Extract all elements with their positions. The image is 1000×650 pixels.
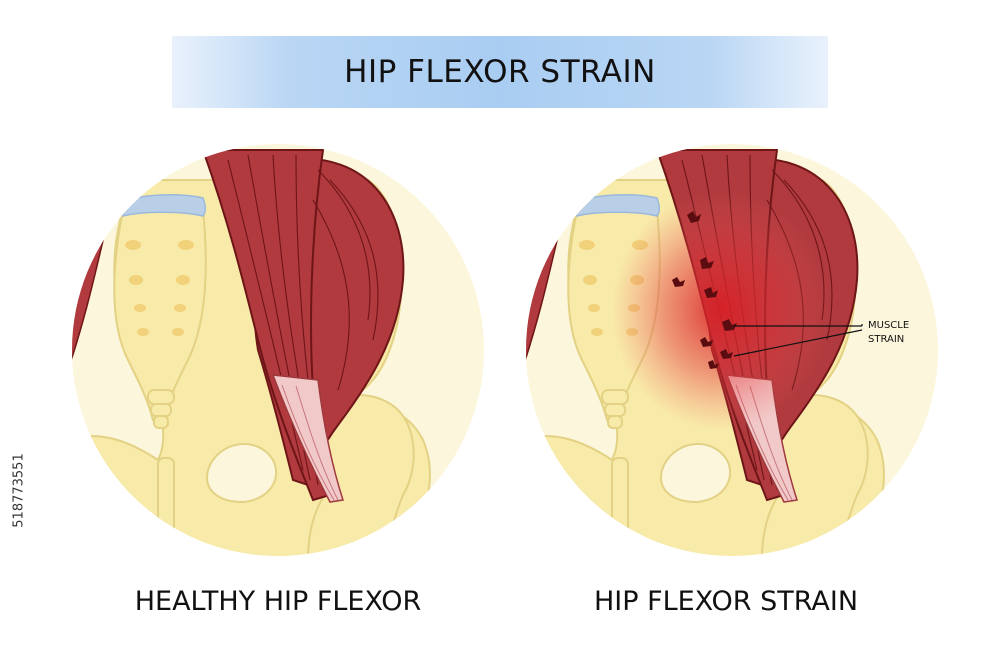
stock-id-text: 518773551 [11,452,27,528]
cartilage [122,194,206,217]
inflammation-glow [612,190,832,430]
page-title: HIP FLEXOR STRAIN [344,54,656,90]
obturator-foramen [206,443,278,504]
obturator-foramen [660,443,732,504]
healthy-hip-flexor-illustration [68,140,488,560]
title-banner: HIP FLEXOR STRAIN [172,36,828,108]
muscle-strain-label-line1: MUSCLE [868,320,909,331]
muscle-strain-label-line2: STRAIN [868,334,904,345]
hip-flexor-strain-illustration: MUSCLE STRAIN [522,140,942,560]
strain-caption: HIP FLEXOR STRAIN [593,586,859,617]
muscle-tear-marks [672,211,737,369]
healthy-caption: HEALTHY HIP FLEXOR [134,586,422,617]
stock-id: 518773551 [8,420,30,560]
cartilage [576,194,660,217]
tendon [271,374,344,503]
